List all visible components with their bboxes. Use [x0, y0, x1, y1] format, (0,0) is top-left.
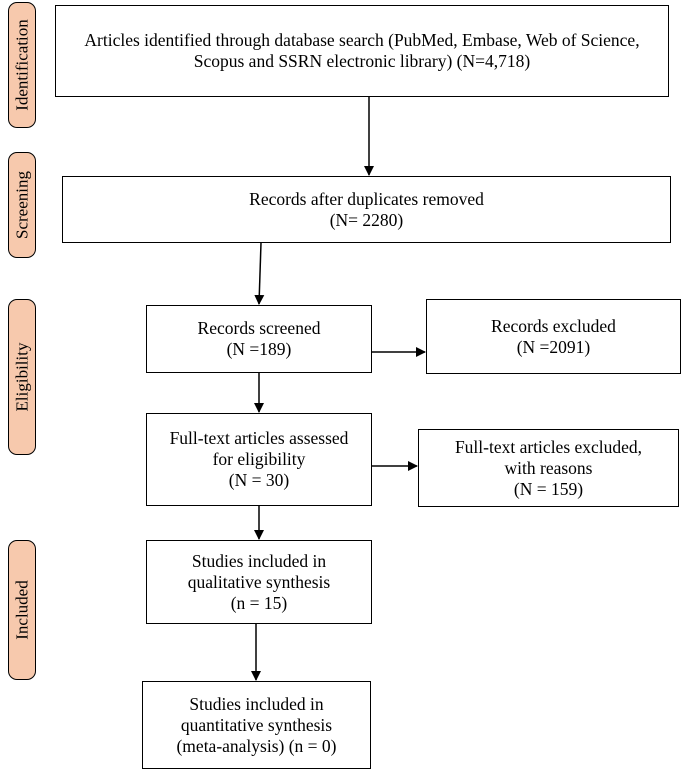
fulltext-excluded-line3: (N = 159) — [513, 478, 584, 499]
screened-box: Records screened (N =189) — [146, 305, 372, 373]
quantitative-line1: Studies included in — [189, 693, 324, 714]
fulltext-excluded-line1: Full-text articles excluded, — [454, 436, 643, 457]
after-duplicates-line1: Records after duplicates removed — [249, 188, 484, 209]
qualitative-line2: qualitative synthesis — [187, 571, 331, 592]
excluded-line2: (N =2091) — [516, 336, 591, 357]
phase-included: Included — [8, 540, 36, 680]
fulltext-assessed-line3: (N = 30) — [228, 470, 290, 490]
screened-line2: (N =189) — [226, 339, 292, 359]
after-duplicates-box: Records after duplicates removed (N= 228… — [62, 176, 671, 243]
quantitative-synthesis-box: Studies included in quantitative synthes… — [142, 681, 371, 769]
qualitative-line3: (n = 15) — [230, 592, 288, 613]
identified-line1: Articles identified through database sea… — [84, 30, 640, 50]
quantitative-line2: quantitative synthesis — [180, 714, 333, 735]
excluded-line1: Records excluded — [491, 315, 616, 336]
fulltext-assessed-box: Full-text articles assessed for eligibil… — [146, 413, 372, 506]
fulltext-assessed-line1: Full-text articles assessed — [169, 428, 349, 448]
after-duplicates-line2: (N= 2280) — [329, 209, 404, 230]
arrow-duplicates-to-screened — [254, 242, 265, 305]
phase-eligibility: Eligibility — [8, 299, 36, 455]
phase-screening: Screening — [8, 152, 36, 258]
fulltext-excluded-line2: with reasons — [504, 457, 593, 478]
identified-box: Articles identified through database sea… — [55, 5, 669, 97]
phase-identification: Identification — [8, 2, 36, 128]
identified-line2: Scopus and SSRN electronic library) (N=4… — [193, 51, 531, 71]
fulltext-assessed-line2: for eligibility — [212, 449, 306, 469]
quantitative-line3: (meta-analysis) (n = 0) — [176, 735, 337, 756]
excluded-box: Records excluded (N =2091) — [426, 299, 681, 374]
fulltext-excluded-box: Full-text articles excluded, with reason… — [418, 429, 679, 507]
qualitative-line1: Studies included in — [191, 550, 327, 571]
screened-line1: Records screened — [197, 318, 321, 338]
qualitative-synthesis-box: Studies included in qualitative synthesi… — [146, 540, 372, 624]
